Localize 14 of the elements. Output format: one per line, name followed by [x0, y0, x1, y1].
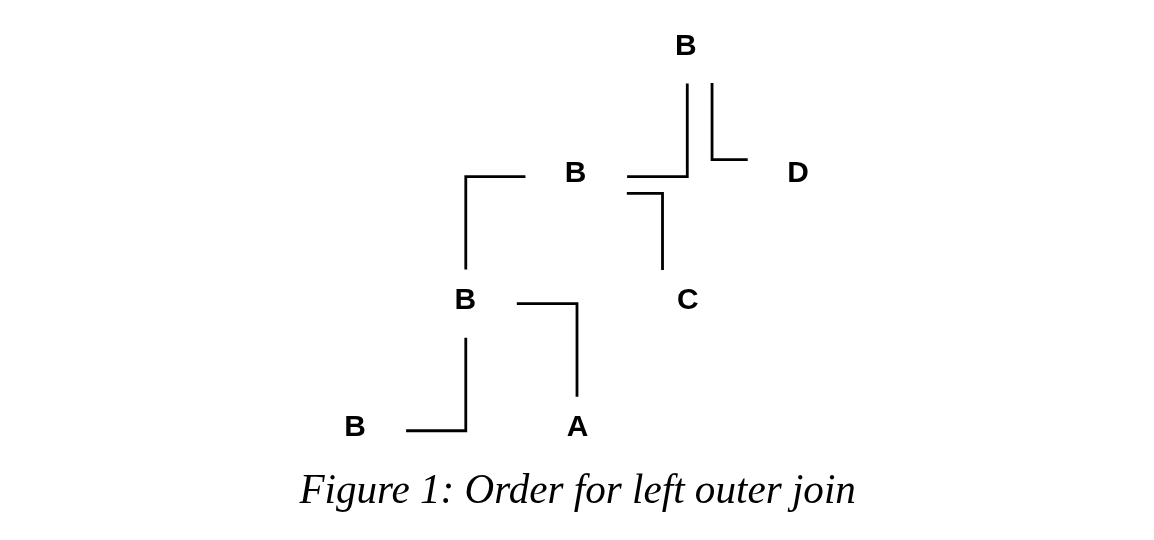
connector	[710, 83, 748, 162]
node-text: B	[675, 27, 697, 61]
node-text: B	[564, 154, 587, 188]
caption: Figure 1: Order for left outer join	[299, 465, 856, 512]
connector	[464, 175, 526, 270]
connector	[406, 337, 468, 433]
connector	[626, 191, 664, 270]
node-text: B	[344, 408, 366, 442]
connector	[516, 302, 579, 397]
node-text: D	[787, 154, 809, 188]
node-text: A	[566, 408, 589, 442]
node-text: C	[677, 281, 699, 315]
connector	[627, 83, 689, 178]
node-text: B	[454, 281, 477, 315]
